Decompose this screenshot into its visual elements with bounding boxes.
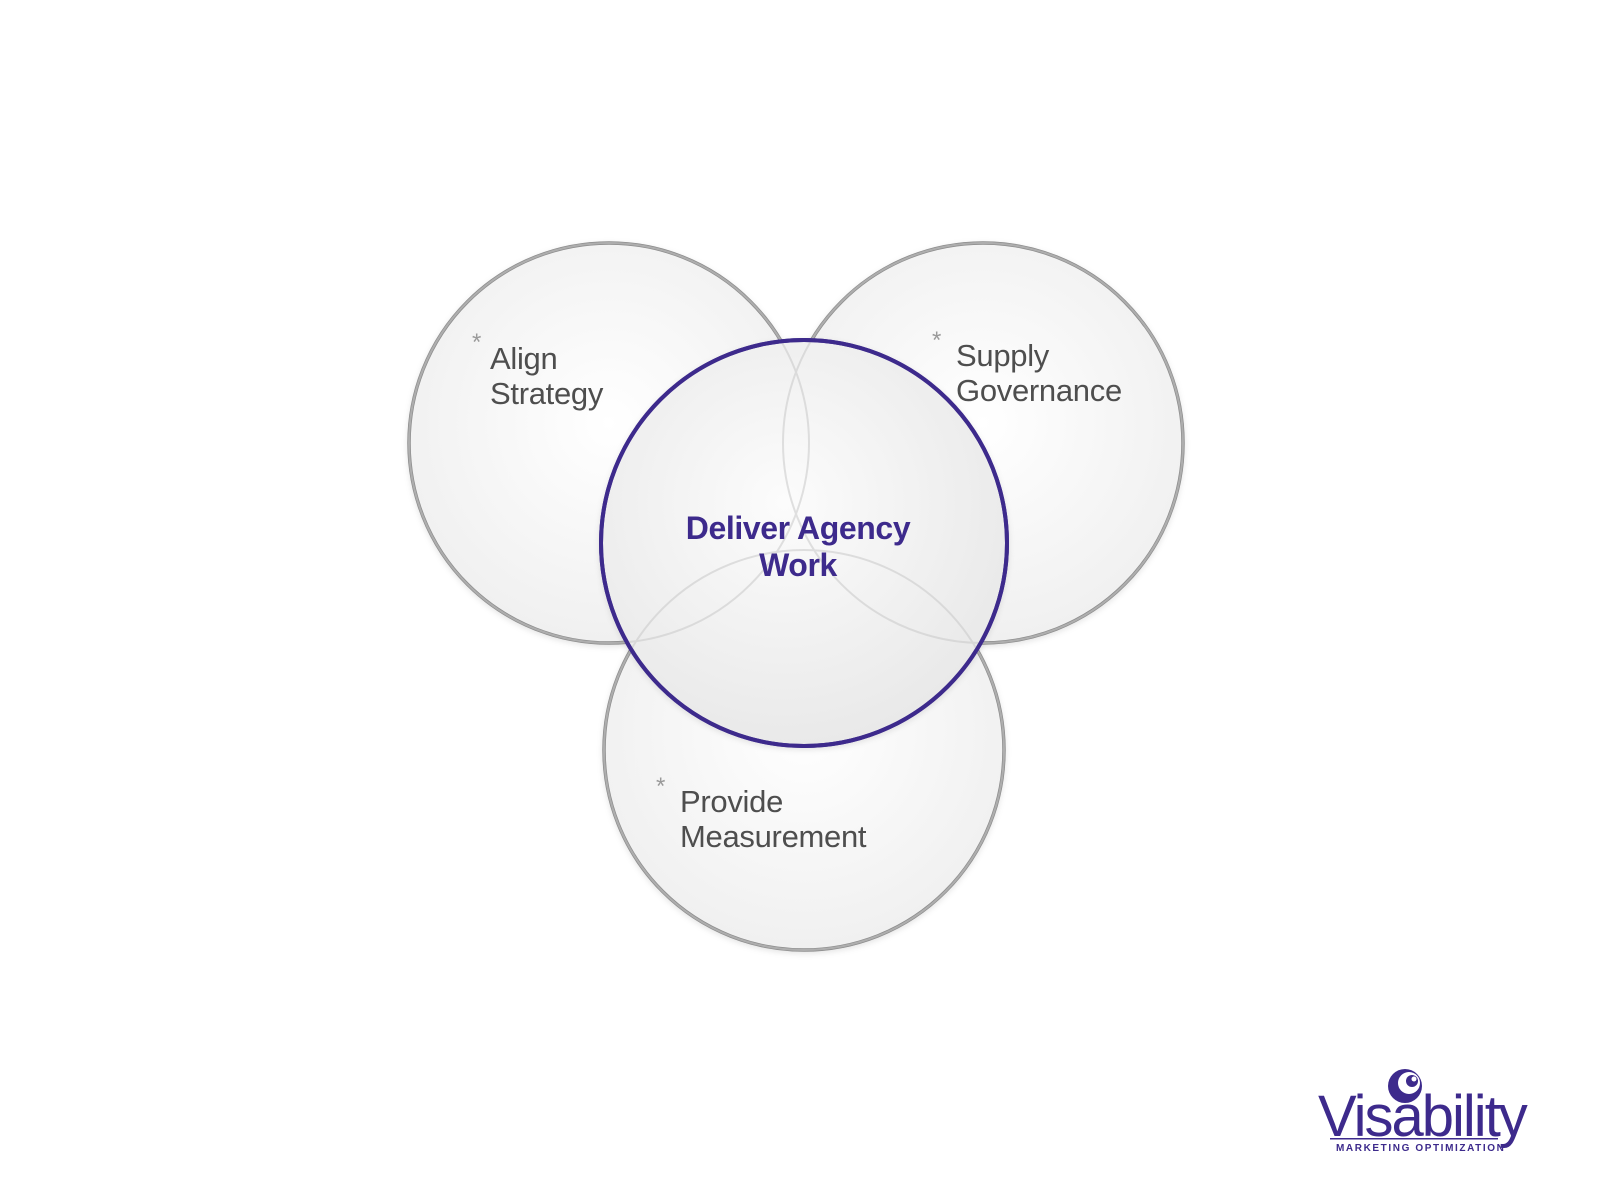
align-asterisk: *: [472, 329, 481, 356]
align-label-line1: Align: [490, 341, 557, 376]
center-label-line1: Deliver Agency: [686, 510, 911, 546]
governance-label-line1: Supply: [956, 338, 1050, 373]
measurement-label-line1: Provide: [680, 784, 783, 819]
swirl-icon: [1388, 1069, 1422, 1103]
align-label-line2: Strategy: [490, 376, 604, 411]
measurement-label-line2: Measurement: [680, 819, 867, 854]
logo-tagline: MARKETING OPTIMIZATION: [1336, 1143, 1505, 1154]
measurement-asterisk: *: [656, 773, 665, 800]
governance-label-line2: Governance: [956, 373, 1122, 408]
center-label-line2: Work: [759, 547, 837, 583]
center-circle-outline: [599, 338, 1009, 748]
governance-asterisk: *: [932, 327, 941, 354]
logo-underline: [1330, 1138, 1498, 1140]
visability-logo: Visability MARKETING OPTIMIZATION: [1318, 1069, 1530, 1154]
overlap-arcs: [408, 242, 1184, 951]
